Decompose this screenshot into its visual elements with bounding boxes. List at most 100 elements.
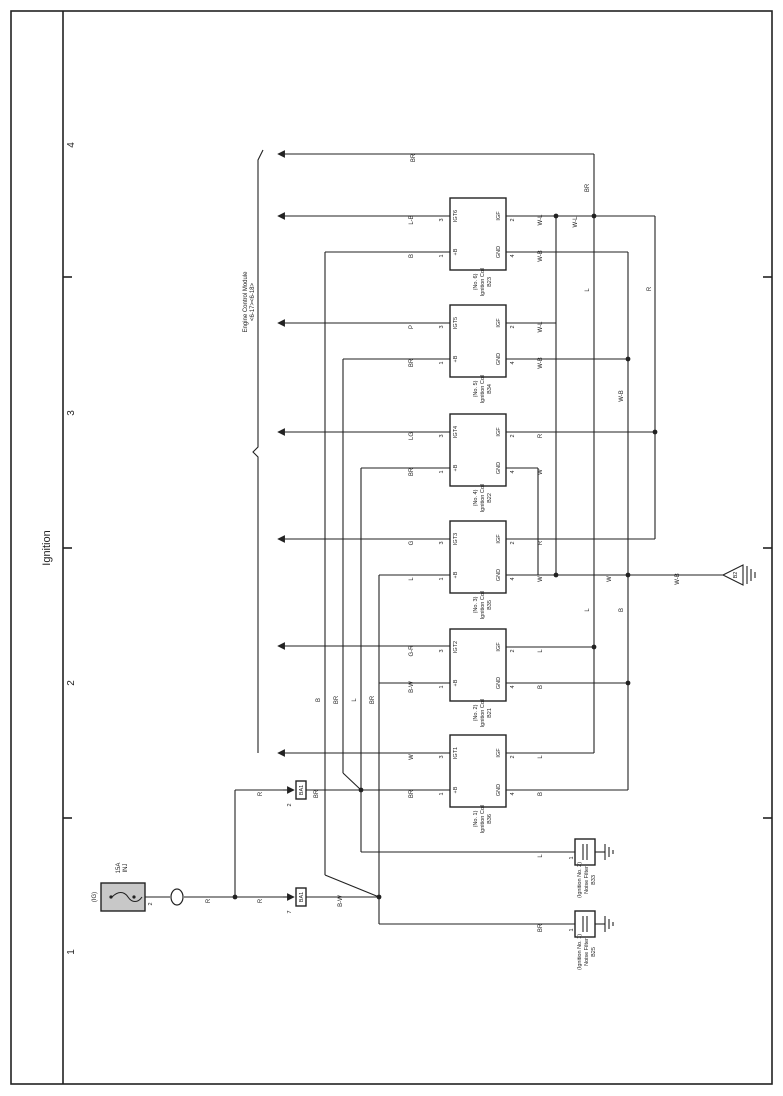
coil2-wire-igt: G-R (409, 645, 415, 657)
noise-filter-b33-name: Noise Filter (584, 866, 590, 894)
coil5-num-3: 3 (439, 325, 445, 328)
ignition-coil-no1: IGT1 +B IGF GND 3 1 2 4 W BR L B (No. 1)… (409, 734, 544, 833)
coil6-wire-gnd: W-B (538, 250, 544, 262)
coil3-num-2: 2 (510, 541, 516, 544)
coil1-pin-b: +B (453, 786, 459, 793)
noise-filter-b25-pin: 1 (569, 928, 575, 931)
coil5-pin-b: +B (453, 355, 459, 362)
coil3-pin-b: +B (453, 571, 459, 578)
coil5-pin-igf: IGF (496, 318, 502, 328)
wire-label-bus-b: B (316, 698, 322, 702)
coil5-wire-b: BR (409, 358, 415, 367)
splice-point (170, 888, 184, 906)
coil3-name: Ignition Coil (480, 591, 486, 620)
coil5-pin-igt: IGT5 (453, 317, 459, 329)
wire-label-bus-l: L (352, 698, 358, 702)
coil3-num-1: 1 (439, 577, 445, 580)
coil3-pin-gnd: GND (496, 569, 502, 581)
wire-label-v-br: BR (585, 183, 591, 192)
fuse-inj: (IG) 15A INJ 2 (92, 863, 154, 912)
coil2-pin-gnd: GND (496, 677, 502, 689)
coil6-num-1: 1 (439, 254, 445, 257)
fuse-rating: 15A (116, 863, 122, 874)
coil3-num-4: 4 (510, 577, 516, 580)
wire-label-igf-wl: W-L (573, 216, 579, 228)
coil1-wire-gnd: B (538, 792, 544, 796)
coil2-ref: B21 (487, 708, 493, 718)
coil4-wire-igf: R (538, 433, 544, 438)
grid-number-1: 1 (66, 949, 77, 955)
wire-label-v-l-lower: L (585, 608, 591, 612)
coil6-no: (No. 6) (473, 273, 479, 290)
coil3-pin-igf: IGF (496, 534, 502, 544)
ignition-coil-no6: IGT6 +B IGF GND 3 1 2 4 L-B B W-L W-B (N… (409, 197, 544, 297)
coil1-pin-igf: IGF (496, 748, 502, 758)
ignition-coil-no3: IGT3 +B IGF GND 3 1 2 4 G L R W (No. 3) … (409, 520, 544, 620)
wire-label-top-br: BR (411, 153, 417, 162)
wire-label-fuse-r: R (206, 898, 212, 903)
ground-b2: B2 (721, 564, 756, 586)
fuse-pin: 2 (148, 902, 154, 905)
coil1-no: (No. 1) (473, 810, 479, 827)
ignition-coil-no5: IGT5 +B IGF GND 3 1 2 4 P BR W-L W-B (No… (409, 304, 544, 403)
fuse-name: INJ (123, 864, 129, 873)
coil1-pin-igt: IGT1 (453, 747, 459, 759)
ground-b2-label: B2 (733, 572, 739, 579)
coil4-num-3: 3 (439, 434, 445, 437)
coil3-pin-igt: IGT3 (453, 533, 459, 545)
coil3-wire-igf: R (538, 540, 544, 545)
coil6-num-2: 2 (510, 218, 516, 221)
wire-label-v-wb: W-B (619, 390, 625, 402)
coil2-wire-igf: L (538, 649, 544, 653)
coil5-num-4: 4 (510, 361, 516, 364)
connector-ba1-pin7-num: 7 (287, 910, 293, 913)
coil1-num-1: 1 (439, 792, 445, 795)
coil5-wire-igf: W-L (538, 321, 544, 333)
noise-filter-b25: 1 BR (Ignition No. 1) Noise Filter B25 (538, 910, 614, 970)
coil3-wire-gnd: W (538, 576, 544, 582)
coil3-wire-b: L (409, 577, 415, 581)
coil4-wire-igt: LG (409, 432, 415, 440)
wire-label-main-wb: W-B (675, 573, 681, 585)
grid-number-2: 2 (66, 680, 77, 686)
coil6-name: Ignition Coil (480, 268, 486, 297)
connector-ba1-pin2: BA1 2 (283, 780, 307, 807)
coil6-num-4: 4 (510, 254, 516, 257)
wire-label-bus-br2: BR (370, 695, 376, 704)
coil1-ref: B36 (487, 814, 493, 824)
coil5-no: (No. 5) (473, 380, 479, 397)
noise-filter-b25-wire: BR (538, 923, 544, 932)
coil4-wire-gnd: W (538, 469, 544, 475)
ignition-coil-no4: IGT4 +B IGF GND 3 1 2 4 LG BR R W (No. 4… (409, 413, 544, 512)
wire-label-split-bw: B-W (338, 895, 344, 907)
coil1-wire-b: BR (409, 789, 415, 798)
connector-ba1-pin2-id: BA1 (299, 785, 305, 795)
junction-dots (232, 213, 658, 900)
coil5-ref: B34 (487, 384, 493, 394)
coil2-wire-gnd: B (538, 685, 544, 689)
coil4-wire-b: BR (409, 467, 415, 476)
coil1-num-2: 2 (510, 755, 516, 758)
wiring (145, 154, 723, 925)
page-title: Ignition (41, 530, 53, 565)
page-frame (10, 10, 773, 1085)
coil6-pin-gnd: GND (496, 246, 502, 258)
coil2-pin-igf: IGF (496, 642, 502, 652)
coil2-num-4: 4 (510, 685, 516, 688)
coil1-num-4: 4 (510, 792, 516, 795)
wire-label-v-b: B (619, 608, 625, 612)
ecm-bracket (252, 149, 264, 753)
coil2-pin-b: +B (453, 679, 459, 686)
coil1-wire-igt: W (409, 754, 415, 760)
coil1-pin-gnd: GND (496, 784, 502, 796)
noise-filter-b33: 1 L (Ignition No. 2) Noise Filter B33 (538, 838, 614, 898)
coil4-pin-b: +B (453, 464, 459, 471)
coil4-pin-igt: IGT4 (453, 426, 459, 438)
coil4-ref: B22 (487, 493, 493, 503)
coil2-wire-b: B-W (409, 681, 415, 693)
coil3-ref: B35 (487, 600, 493, 610)
wire-label-conn-r-upper: R (258, 791, 264, 796)
coil5-wire-igt: P (409, 325, 415, 329)
coil5-num-2: 2 (510, 325, 516, 328)
coil6-pin-igf: IGF (496, 211, 502, 221)
